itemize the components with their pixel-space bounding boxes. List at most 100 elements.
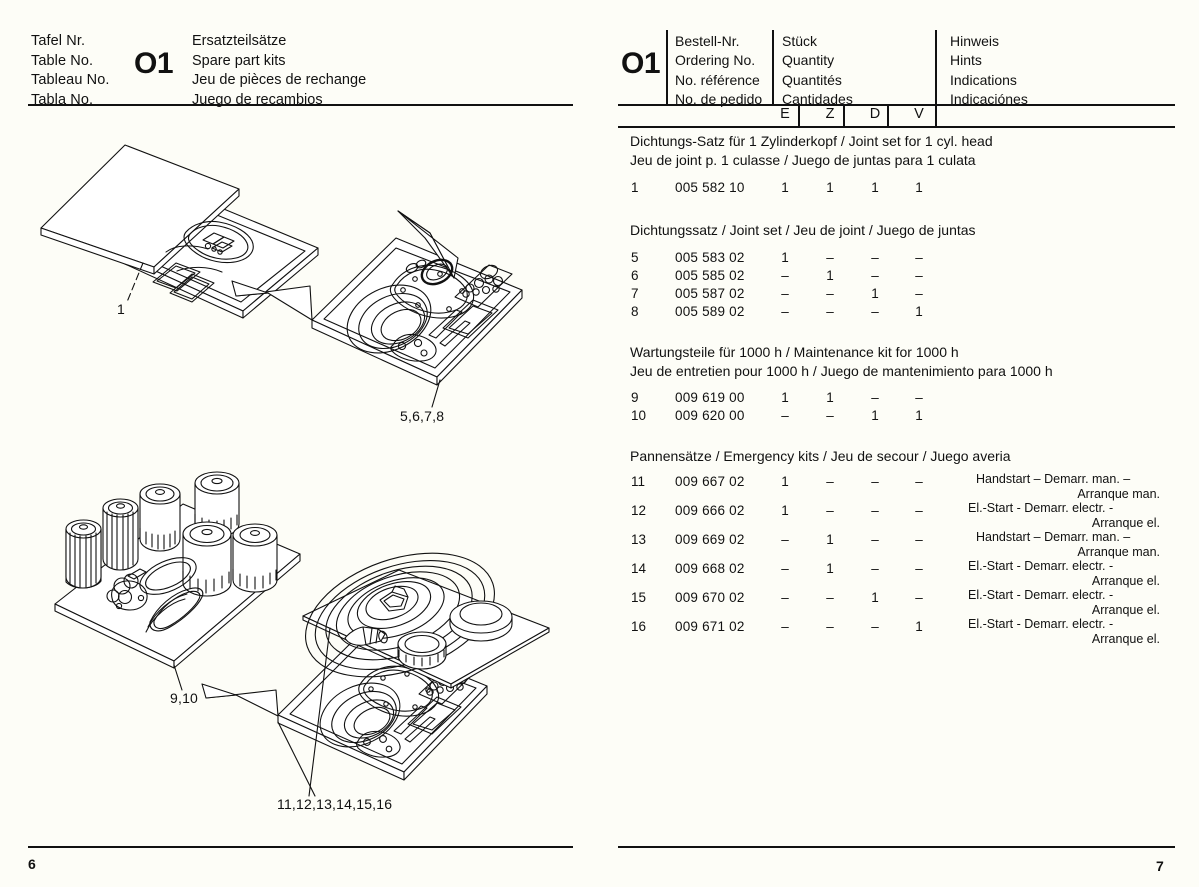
round-cover-plate <box>450 601 512 641</box>
header-hints-en: Hints <box>950 52 982 69</box>
row-qty-v: – <box>915 474 923 489</box>
leader-line-11-16-a <box>309 628 330 796</box>
row-hint-line-1: El.-Start - Demarr. electr. - <box>968 501 1114 515</box>
row-hint-line-2: Arranque el. <box>1091 603 1160 617</box>
row-order-number: 005 585 02 <box>675 268 745 283</box>
illustration-emergency-kit <box>202 530 549 780</box>
row-hint: El.-Start - Demarr. electr. - Arranque e… <box>968 588 1160 618</box>
row-qty-e: 1 <box>781 503 789 518</box>
left-header-title-fr: Jeu de pièces de rechange <box>192 72 367 88</box>
row-qty-v: – <box>915 268 923 283</box>
leader-line-1 <box>127 263 143 302</box>
left-header-title-de: Ersatzteilsätze <box>192 33 287 49</box>
header-hints-de: Hinweis <box>950 33 1000 49</box>
row-order-number: 005 587 02 <box>675 286 745 301</box>
row-qty-e: – <box>781 408 789 423</box>
qty-column-header-e: E <box>780 106 790 122</box>
row-qty-e: – <box>781 590 789 605</box>
row-position: 6 <box>631 268 639 283</box>
row-position: 9 <box>631 390 639 405</box>
row-hint-line-2: Arranque man. <box>1077 487 1160 501</box>
row-qty-z: – <box>826 250 834 265</box>
row-qty-d: – <box>871 561 879 576</box>
header-quantity-en: Quantity <box>782 52 835 69</box>
row-position: 11 <box>631 474 646 489</box>
row-qty-z: 1 <box>826 561 834 576</box>
row-hint-line-1: El.-Start - Demarr. electr. - <box>968 588 1114 602</box>
row-qty-d: 1 <box>871 286 879 301</box>
header-quantity-es: Cantidades <box>782 90 853 107</box>
section-title-4: Pannensätze / Emergency kits / Jeu de se… <box>630 447 1011 466</box>
qty-column-header-d: D <box>869 106 881 122</box>
row-order-number: 009 620 00 <box>675 408 745 423</box>
row-qty-z: 1 <box>826 532 834 547</box>
row-order-number: 009 670 02 <box>675 590 745 605</box>
row-qty-d: – <box>871 250 879 265</box>
row-qty-d: – <box>871 268 879 283</box>
row-qty-e: – <box>781 619 789 634</box>
header-ordering-no-de: Bestell-Nr. <box>675 33 740 49</box>
row-qty-z: – <box>826 286 834 301</box>
header-rule-bottom <box>618 126 1175 128</box>
row-qty-v: – <box>915 590 923 605</box>
row-position: 1 <box>631 180 639 195</box>
row-qty-d: – <box>871 532 879 547</box>
row-qty-z: – <box>826 503 834 518</box>
left-page-number: 6 <box>28 856 36 872</box>
knurled-cap <box>398 632 446 669</box>
row-qty-v: – <box>915 561 923 576</box>
spin-on-filter-e <box>183 522 231 596</box>
row-qty-d: – <box>871 619 879 634</box>
header-hints-column: Hinweis Hints Indications Indicaciónes <box>950 32 1028 109</box>
right-page-number: 7 <box>1156 858 1164 874</box>
row-qty-e: – <box>781 532 789 547</box>
row-qty-z: 1 <box>826 390 834 405</box>
row-qty-d: – <box>871 390 879 405</box>
right-footer-rule <box>618 846 1175 848</box>
row-qty-e: – <box>781 561 789 576</box>
qty-column-header-z: Z <box>825 106 835 122</box>
section-2-title-line-1: Dichtungssatz / Joint set / Jeu de joint… <box>630 222 976 238</box>
illustration-label-910: 9,10 <box>170 690 199 706</box>
row-hint-line-1: Handstart – Demarr. man. – <box>976 530 1131 544</box>
row-hint: Handstart – Demarr. man. – Arranque man. <box>976 472 1160 502</box>
row-order-number: 009 671 02 <box>675 619 745 634</box>
header-divider-3 <box>935 30 937 104</box>
pleated-filter-b <box>103 499 138 570</box>
illustration-maintenance-kit-tray <box>55 472 300 668</box>
row-hint-line-1: Handstart – Demarr. man. – <box>976 472 1131 486</box>
row-hint: El.-Start - Demarr. electr. - Arranque e… <box>968 617 1160 647</box>
row-qty-z: 1 <box>826 180 834 195</box>
row-qty-d: – <box>871 474 879 489</box>
row-position: 15 <box>631 590 647 605</box>
left-header-language-column: Tafel Nr. Table No. Tableau No. Tabla No… <box>31 32 110 110</box>
illustration-gasket-box-1 <box>41 145 318 318</box>
row-qty-z: – <box>826 590 834 605</box>
row-qty-z: 1 <box>826 268 834 283</box>
left-header-title-column: Ersatzteilsätze Spare part kits Jeu de p… <box>192 32 366 110</box>
header-ordering-no-es: No. de pedido <box>675 90 763 107</box>
header-divider-2 <box>772 30 774 104</box>
row-qty-d: 1 <box>871 180 879 195</box>
header-ordering-no-column: Bestell-Nr. Ordering No. No. référence N… <box>675 32 762 109</box>
row-qty-z: – <box>826 474 834 489</box>
row-position: 7 <box>631 286 639 301</box>
spin-on-filter-f <box>233 524 277 592</box>
row-qty-e: 1 <box>781 474 789 489</box>
row-hint: Handstart – Demarr. man. – Arranque man. <box>976 530 1160 560</box>
row-qty-e: – <box>781 286 789 301</box>
row-position: 13 <box>631 532 647 547</box>
row-qty-e: 1 <box>781 180 789 195</box>
header-hints-fr: Indications <box>950 71 1017 88</box>
row-qty-e: – <box>781 268 789 283</box>
row-hint-line-2: Arranque man. <box>1077 545 1160 559</box>
qty-divider-1 <box>798 104 800 126</box>
spin-on-filter-c <box>140 484 180 551</box>
left-header-title-en: Spare part kits <box>192 52 286 69</box>
left-header-title-es: Juego de recambios <box>192 91 323 108</box>
row-order-number: 005 589 02 <box>675 304 745 319</box>
row-hint-line-2: Arranque el. <box>1091 574 1160 588</box>
header-quantity-fr: Quantités <box>782 71 842 88</box>
row-qty-d: 1 <box>871 590 879 605</box>
